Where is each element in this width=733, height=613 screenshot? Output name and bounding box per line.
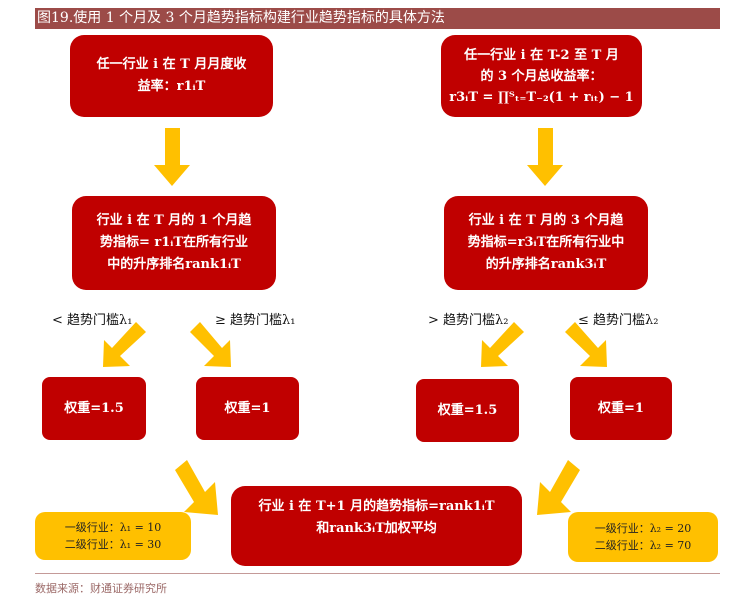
lambda1-level1: 一级行业：λ₁ = 10 <box>64 521 162 534</box>
r3-formula: r3ᵢT = ∏ᵀₜ₌T₋₂(1 + rᵢₜ) − 1 <box>449 89 634 105</box>
lambda1-level2: 二级行业：λ₁ = 30 <box>64 538 162 551</box>
arrow-diag-2 <box>190 322 231 367</box>
arrow-down-right <box>527 128 563 186</box>
r3-line-1: 任一行业 i 在 T-2 至 T 月 <box>464 47 619 63</box>
rank1-line-2: 势指标= r1ᵢT在所有行业 <box>99 235 249 250</box>
rank1-box: 行业 i 在 T 月的 1 个月趋 势指标= r1ᵢT在所有行业 中的升序排名r… <box>72 196 276 290</box>
arrow-to-final-left <box>175 460 218 515</box>
lambda2-level1: 一级行业：λ₂ = 20 <box>594 522 692 535</box>
threshold-label-3: > 趋势门槛λ₂ <box>428 313 509 328</box>
weight-box-4: 权重=1 <box>570 377 672 440</box>
r1-line-2: 益率：r1ᵢT <box>137 79 206 94</box>
source-note: 数据来源：财通证券研究所 <box>35 582 167 595</box>
final-indicator-box: 行业 i 在 T+1 月的趋势指标=rank1ᵢT 和rank3ᵢT加权平均 <box>231 486 522 566</box>
rank1-line-1: 行业 i 在 T 月的 1 个月趋 <box>96 213 252 228</box>
lambda2-box: 一级行业：λ₂ = 20 二级行业：λ₂ = 70 <box>568 512 718 562</box>
arrow-to-final-right <box>537 460 580 515</box>
rank3-line-2: 势指标=r3ᵢT在所有行业中 <box>467 235 625 250</box>
r1-line-1: 任一行业 i 在 T 月月度收 <box>96 57 247 72</box>
rank3-line-3: 的升序排名rank3ᵢT <box>485 257 607 272</box>
final-line-2: 和rank3ᵢT加权平均 <box>316 521 437 536</box>
arrow-diag-4 <box>565 322 607 367</box>
final-line-1: 行业 i 在 T+1 月的趋势指标=rank1ᵢT <box>258 499 495 514</box>
threshold-label-1: < 趋势门槛λ₁ <box>52 313 133 328</box>
divider <box>35 573 720 574</box>
lambda1-box: 一级行业：λ₁ = 10 二级行业：λ₁ = 30 <box>35 512 191 560</box>
figure-title: 图19.使用 1 个月及 3 个月趋势指标构建行业趋势指标的具体方法 <box>35 8 720 29</box>
arrow-diag-1 <box>103 322 146 367</box>
weight-box-2: 权重=1 <box>196 377 299 440</box>
arrow-diag-3 <box>481 322 524 367</box>
weight-box-3: 权重=1.5 <box>416 379 519 442</box>
r3-definition-box: 任一行业 i 在 T-2 至 T 月 的 3 个月总收益率： r3ᵢT = ∏ᵀ… <box>441 35 642 117</box>
lambda2-level2: 二级行业：λ₂ = 70 <box>594 539 692 552</box>
arrow-down-left <box>154 128 190 186</box>
rank3-box: 行业 i 在 T 月的 3 个月趋 势指标=r3ᵢT在所有行业中 的升序排名ra… <box>444 196 648 290</box>
r3-line-2: 的 3 个月总收益率： <box>480 68 603 84</box>
weight-box-1: 权重=1.5 <box>42 377 146 440</box>
r1-definition-box: 任一行业 i 在 T 月月度收 益率：r1ᵢT <box>70 35 273 117</box>
rank1-line-3: 中的升序排名rank1ᵢT <box>107 257 241 272</box>
threshold-label-4: ≤ 趋势门槛λ₂ <box>578 313 659 328</box>
rank3-line-1: 行业 i 在 T 月的 3 个月趋 <box>468 213 624 228</box>
threshold-label-2: ≥ 趋势门槛λ₁ <box>215 313 296 328</box>
